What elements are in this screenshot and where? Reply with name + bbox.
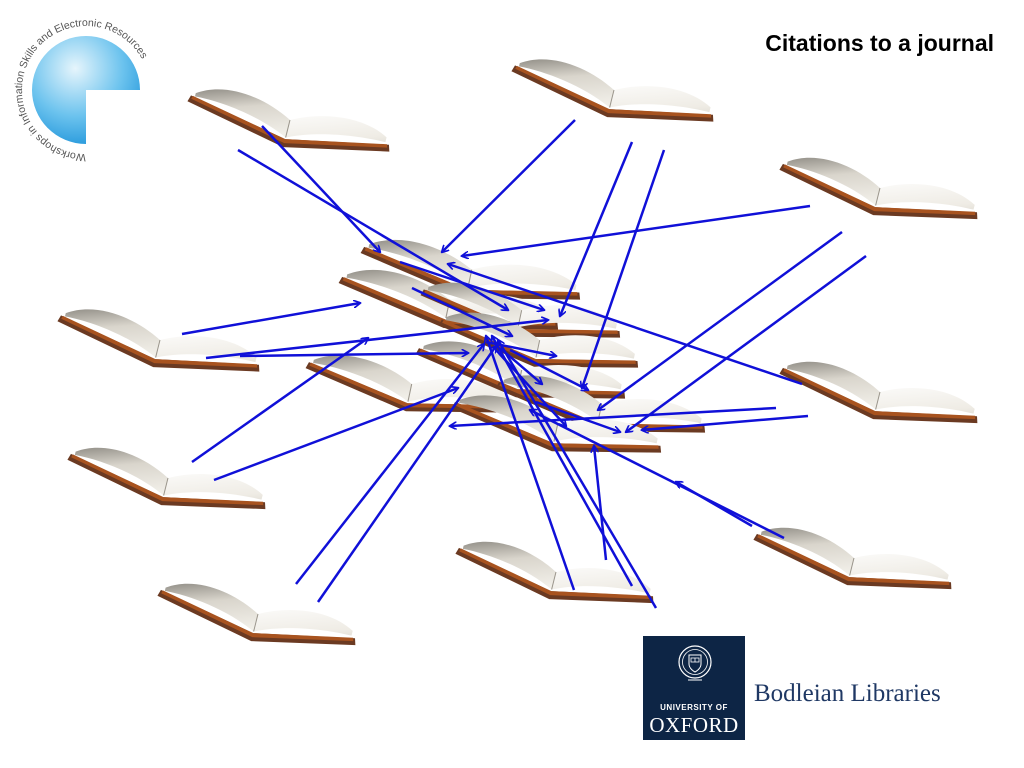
book-outer-4: [51, 299, 266, 393]
arrow: [442, 119, 576, 252]
arrow: [261, 125, 380, 252]
arrow: [626, 254, 867, 432]
arrow: [598, 230, 843, 410]
arrow: [509, 348, 588, 390]
arrow: [237, 148, 508, 310]
arrow: [462, 204, 811, 256]
arrow: [213, 388, 458, 482]
book-outer-1: [181, 79, 396, 173]
book-outer-5: [773, 351, 984, 445]
bodleian-libraries-wordmark: Bodleian Libraries: [754, 680, 941, 707]
arrow: [582, 149, 666, 388]
arrow: [498, 340, 658, 609]
arrow: [411, 286, 512, 336]
arrow: [594, 446, 608, 561]
citation-arrows: [181, 119, 867, 609]
arrow: [295, 344, 484, 585]
workshops-logo-disc: [32, 36, 140, 144]
arrow: [485, 340, 556, 356]
arrow: [676, 482, 753, 528]
arrow: [495, 349, 566, 426]
arrow: [239, 353, 468, 358]
crest-icon: [678, 645, 712, 681]
arrow: [492, 336, 634, 587]
arrow: [399, 260, 544, 310]
book-outer-9: [151, 573, 362, 667]
book-outer-2: [505, 49, 720, 143]
arrow: [191, 338, 368, 464]
arrow: [486, 336, 576, 591]
book-outer-7: [747, 517, 958, 611]
arrow: [560, 141, 634, 316]
book-outer-6: [61, 437, 272, 531]
arrow: [450, 406, 777, 426]
arrow: [448, 264, 803, 386]
arrow: [642, 414, 809, 430]
workshops-logo: Workshops in Information Skills and Elec…: [13, 17, 150, 163]
oxford-logo-line2: OXFORD: [649, 713, 739, 737]
arrow: [530, 410, 785, 540]
arrow: [316, 346, 496, 603]
arrow: [499, 347, 542, 384]
oxford-logo: UNIVERSITY OF OXFORD: [643, 636, 745, 740]
arrow: [181, 303, 360, 336]
book-outer-3: [773, 147, 984, 241]
page-title: Citations to a journal: [765, 30, 994, 56]
oxford-logo-line1: UNIVERSITY OF: [660, 703, 728, 712]
